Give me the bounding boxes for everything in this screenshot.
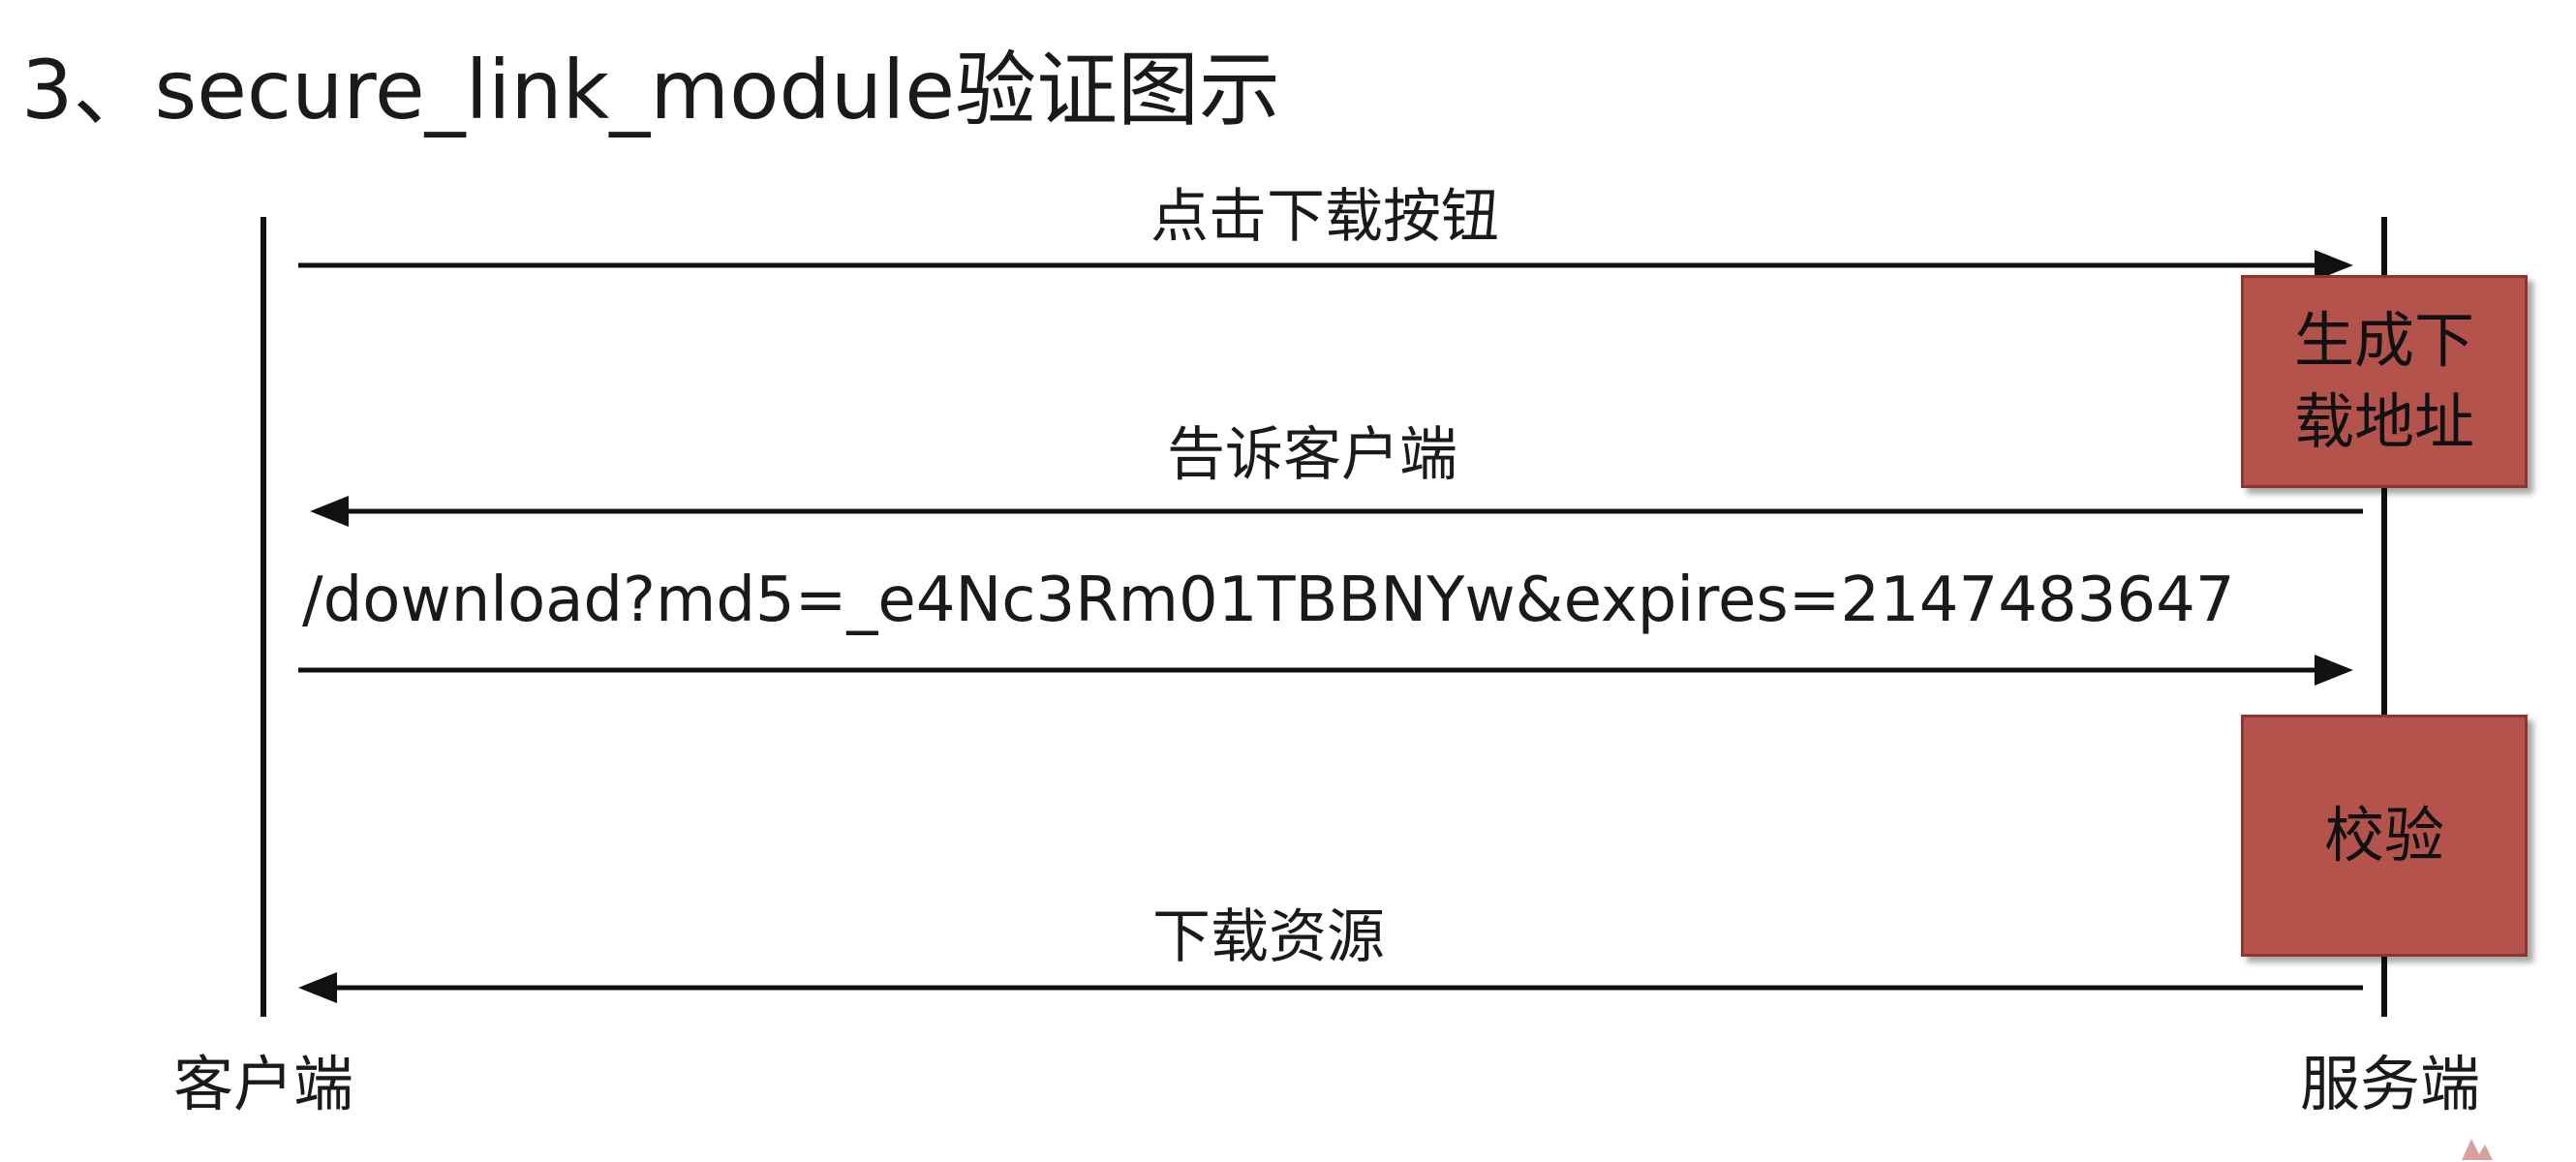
actor-client: 客户端 [172, 1049, 354, 1119]
arrow-download-resource [298, 972, 2363, 1003]
label-tell-client: 告诉客户端 [1167, 421, 1457, 489]
process-box-generate-address: 生成下载地址 [2241, 275, 2528, 488]
arrow-tell-client [310, 496, 2363, 527]
actor-server: 服务端 [2299, 1049, 2481, 1119]
slide-title: 3、secure_link_module验证图示 [21, 43, 1281, 138]
label-download-resource: 下载资源 [1152, 903, 1385, 971]
logo-icon [2462, 1139, 2493, 1160]
arrow-download-url [298, 655, 2353, 686]
label-click-download: 点击下载按钮 [1150, 183, 1499, 251]
process-label-verify: 校验 [2323, 800, 2444, 871]
arrow-click-download [298, 250, 2353, 281]
label-download-url: /download?md5=_e4Nc3Rm01TBBNYw&expires=2… [302, 565, 2235, 636]
process-box-verify: 校验 [2241, 715, 2528, 957]
process-label-generate-address: 生成下载地址 [2293, 305, 2474, 457]
